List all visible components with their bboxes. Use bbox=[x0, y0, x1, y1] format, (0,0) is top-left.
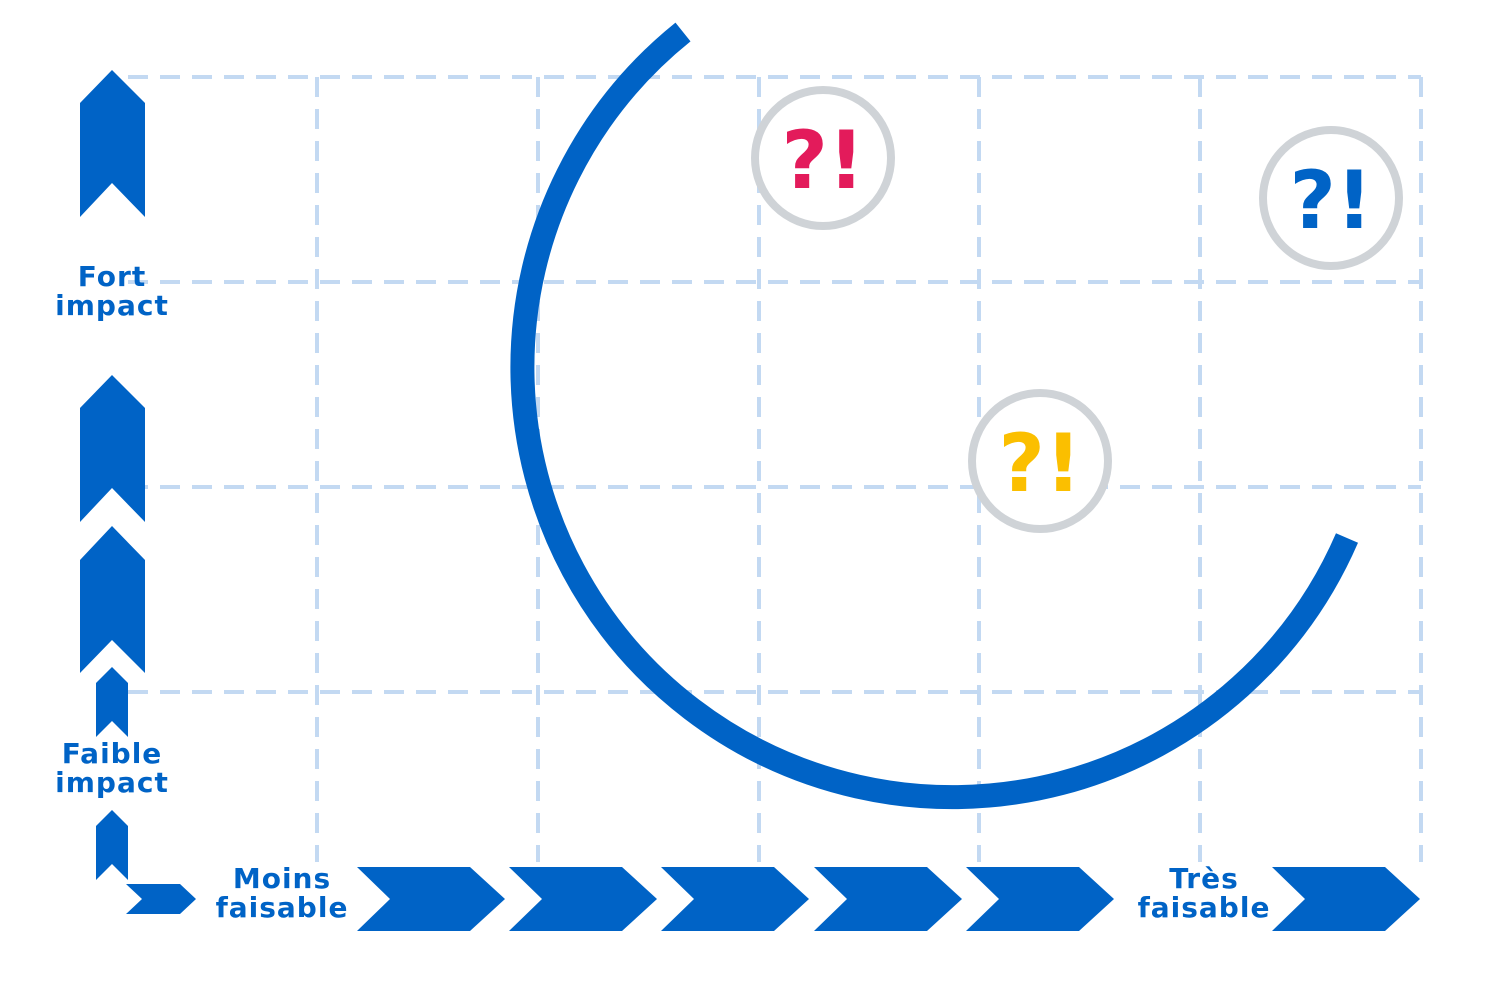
interrobang-icon: ?! bbox=[1290, 154, 1373, 247]
interrobang-icon: ?! bbox=[999, 417, 1082, 510]
x-high-label-line2: faisable bbox=[1138, 891, 1271, 924]
chevron-right-icon bbox=[966, 867, 1114, 931]
chevron-right-icon bbox=[1272, 867, 1420, 931]
y-low-label-line1: Faible bbox=[62, 737, 163, 770]
marker-yellow: ?! bbox=[968, 389, 1112, 533]
chevron-right-icon bbox=[509, 867, 657, 931]
x-low-label-line2: faisable bbox=[216, 891, 349, 924]
y-high-label-line1: Fort bbox=[78, 260, 146, 293]
chevron-up-icon bbox=[80, 70, 145, 217]
chevron-right-icon bbox=[814, 867, 962, 931]
chevron-right-icon bbox=[661, 867, 809, 931]
chevron-up-icon bbox=[96, 667, 128, 737]
x-axis-arrows bbox=[126, 867, 1420, 931]
x-high-label-line1: Très bbox=[1169, 862, 1239, 895]
chevron-right-icon bbox=[357, 867, 505, 931]
chevron-up-icon bbox=[80, 375, 145, 522]
curve-arc bbox=[510, 22, 1359, 810]
chevron-up-icon bbox=[96, 810, 128, 880]
chevron-up-icon bbox=[80, 526, 145, 673]
y-axis-arrows bbox=[80, 70, 145, 880]
x-low-label-line1: Moins bbox=[233, 862, 331, 895]
y-high-label-line2: impact bbox=[55, 289, 169, 322]
marker-blue: ?! bbox=[1259, 126, 1403, 270]
interrobang-icon: ?! bbox=[782, 114, 865, 207]
chevron-right-icon bbox=[126, 884, 196, 914]
marker-red: ?! bbox=[751, 86, 895, 230]
marker-ring bbox=[1259, 126, 1403, 270]
marker-ring bbox=[968, 389, 1112, 533]
marker-ring bbox=[751, 86, 895, 230]
y-low-label-line2: impact bbox=[55, 766, 169, 799]
